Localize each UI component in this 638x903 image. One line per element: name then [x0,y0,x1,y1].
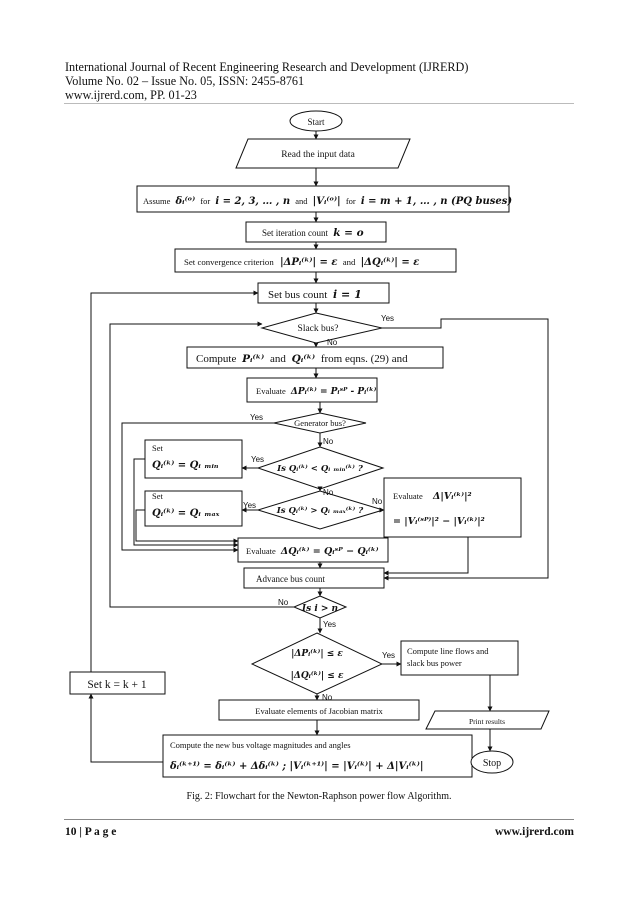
iteration-count-text: Set iteration count k = o [262,227,364,239]
qmax-decision [256,490,385,530]
new-voltage-label: Compute the new bus voltage magnitudes a… [170,740,351,750]
bus-count-label: Set bus count [268,289,327,301]
qmin-yes-label: Yes [251,455,264,464]
conv-no-label: No [322,693,333,702]
iteration-count-label: Set iteration count [262,228,328,238]
evaluate-dv-line1: Δ|Vᵢ⁽ᵏ⁾|² [432,491,472,502]
figure-caption: Fig. 2: Flowchart for the Newton-Raphson… [186,791,452,802]
set-qmin-label: Set [152,443,164,453]
evaluate-dp-box [246,377,378,403]
evaluate-dv-label: Evaluate [393,491,423,501]
page-number: 10 | P a g e [65,826,117,838]
assume-and: and [295,196,308,206]
qmax-no-label: No [372,497,383,506]
slack-no-label: No [327,338,338,347]
ign-yes-label: Yes [323,620,336,629]
is-qmin-label: Is Qᵢ⁽ᵏ⁾ < Qᵢ ₘᵢₙ⁽ᵏ⁾ ? [276,463,364,474]
evaluate-dq-expr: ΔQᵢ⁽ᵏ⁾ = Qᵢˢᴾ − Qᵢ⁽ᵏ⁾ [280,546,379,557]
converged-line2: |ΔQᵢ⁽ᵏ⁾| ≤ ε [291,670,344,681]
bus-count-expr: i = 1 [333,288,362,301]
jacobian-label: Evaluate elements of Jacobian matrix [255,706,383,716]
set-qmax-expr: Qᵢ⁽ᵏ⁾ = Qᵢ ₘₐₓ [152,508,220,519]
advance-bus-label: Advance bus count [256,574,325,584]
compute-flows-box [400,640,519,676]
evaluate-dq-label: Evaluate [246,546,276,556]
evaluate-dv-line2: = |Vᵢ⁽ˢᴾ⁾|² − |Vᵢ⁽ᵏ⁾|² [393,516,485,527]
footer-rule [64,819,574,820]
set-qmax-box [144,490,243,527]
assume-v0: |Vᵢ⁽ᵒ⁾| [313,196,341,207]
evaluate-dq-text: Evaluate ΔQᵢ⁽ᵏ⁾ = Qᵢˢᴾ − Qᵢ⁽ᵏ⁾ [246,546,379,557]
gen-yes-label: Yes [250,413,263,422]
convergence-label: Set convergence criterion [184,257,274,267]
convergence-decision [250,632,384,695]
compute-pq-prefix: Compute [196,353,236,365]
assume-text: Assume δᵢ⁽ᵒ⁾ for i = 2, 3, … , n and |Vᵢ… [143,196,512,207]
assume-range2: i = m + 1, … , n (PQ buses) [361,196,513,207]
convergence-text: Set convergence criterion |ΔPᵢ⁽ᵏ⁾| = ε a… [184,257,419,268]
assume-box [136,185,510,213]
read-input-label: Read the input data [281,150,355,160]
stop-label: Stop [483,758,501,769]
assume-prefix: Assume [143,196,171,206]
is-qmax-label: Is Qᵢ⁽ᵏ⁾ > Qᵢ ₘₐₓ⁽ᵏ⁾ ? [276,505,364,516]
compute-pq-and: and [270,353,286,365]
i-gt-n-label: Is i > n [301,604,338,614]
footer-site: www.ijrerd.com [495,826,574,838]
slack-yes-label: Yes [381,314,394,323]
gen-no-label: No [323,437,334,446]
read-input-box [235,138,411,169]
compute-pq-p: Pᵢ⁽ᵏ⁾ [241,353,264,365]
conv-yes-label: Yes [382,651,395,660]
print-results-box [425,710,550,730]
header-rule [64,103,574,104]
qmin-no-label: No [323,488,334,497]
iteration-count-expr: k = o [333,227,363,239]
compute-pq-q: Qᵢ⁽ᵏ⁾ [292,353,315,365]
compute-flows-line1: Compute line flows and [407,646,489,656]
assume-delta0: δᵢ⁽ᵒ⁾ [175,196,196,207]
new-voltage-box [162,734,473,778]
journal-volume: Volume No. 02 – Issue No. 05, ISSN: 2455… [65,74,305,88]
connector-lines [88,131,549,763]
journal-title: International Journal of Recent Engineer… [65,60,469,74]
set-qmin-box [144,439,243,479]
assume-for1: for [200,196,210,206]
evaluate-dp-expr: ΔPᵢ⁽ᵏ⁾ = Pᵢˢᴾ - Pᵢ⁽ᵏ⁾ [290,386,377,397]
compute-pq-text: Compute Pᵢ⁽ᵏ⁾ and Qᵢ⁽ᵏ⁾ from eqns. (29) … [196,353,408,365]
compute-flows-line2: slack bus power [407,658,462,668]
qmax-yes-label: Yes [243,501,256,510]
evaluate-dp-label: Evaluate [256,386,286,396]
convergence-expr2: |ΔQᵢ⁽ᵏ⁾| = ε [361,257,420,268]
compute-pq-suffix: from eqns. (29) and [321,353,408,365]
evaluate-dp-text: Evaluate ΔPᵢ⁽ᵏ⁾ = Pᵢˢᴾ - Pᵢ⁽ᵏ⁾ [256,386,377,397]
set-qmax-label: Set [152,491,164,501]
ign-no-label: No [278,598,289,607]
convergence-expr1: |ΔPᵢ⁽ᵏ⁾| = ε [280,257,338,268]
set-k-box [69,671,166,695]
slack-bus-label: Slack bus? [298,324,339,334]
evaluate-dv-box [383,477,522,538]
converged-line1: |ΔPᵢ⁽ᵏ⁾| ≤ ε [291,648,343,659]
journal-pages: www.ijrerd.com, PP. 01-23 [65,88,197,102]
generator-bus-label: Generator bus? [294,418,346,428]
start-label: Start [308,117,325,127]
print-results-label: Print results [469,717,505,726]
set-k-label: Set k = k + 1 [87,679,147,691]
new-voltage-expr: δᵢ⁽ᵏ⁺¹⁾ = δᵢ⁽ᵏ⁾ + Δδᵢ⁽ᵏ⁾ ; |Vᵢ⁽ᵏ⁺¹⁾| = |… [169,761,423,772]
bus-count-text: Set bus count i = 1 [268,288,362,301]
set-qmin-expr: Qᵢ⁽ᵏ⁾ = Qᵢ ₘᵢₙ [152,460,219,471]
assume-range1: i = 2, 3, … , n [215,196,290,207]
assume-for2: for [346,196,356,206]
convergence-and: and [343,257,356,267]
